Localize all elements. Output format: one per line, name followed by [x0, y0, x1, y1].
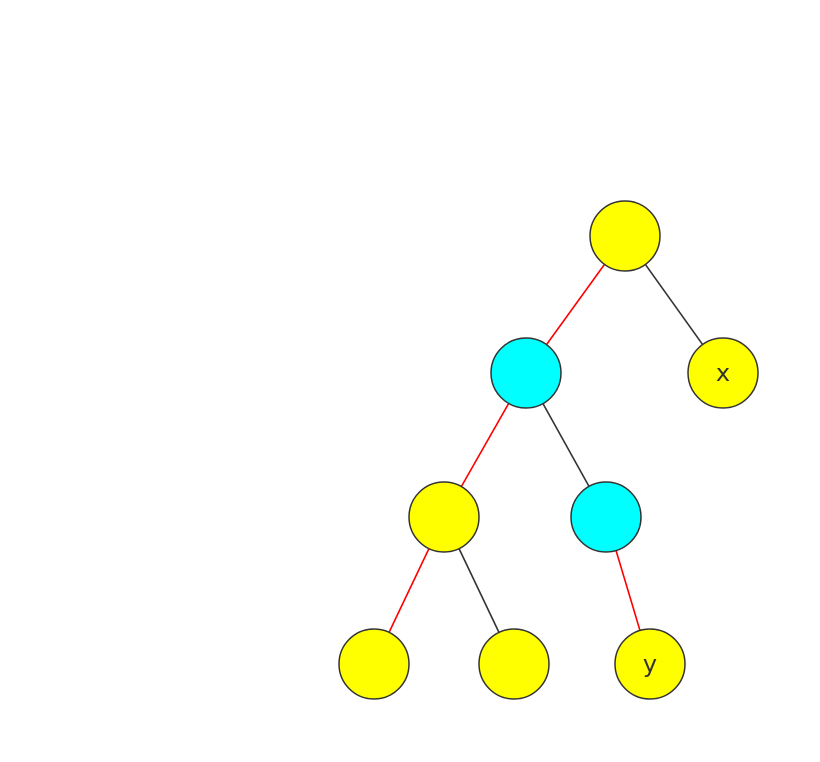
tree-node-y: y [614, 628, 686, 700]
node-label-y: y [643, 650, 657, 678]
edge-left-child-to-left-right [542, 403, 590, 487]
edges-layer [388, 263, 704, 633]
edge-left-right-to-y [615, 550, 641, 631]
node-circle-left-right [570, 481, 642, 553]
edge-left-left-to-leaf-1 [388, 548, 430, 633]
node-circle-leaf-2 [478, 628, 550, 700]
node-label-x: x [716, 359, 730, 387]
tree-node-root [589, 200, 661, 272]
node-circle-left-child [490, 337, 562, 409]
tree-node-left-right [570, 481, 642, 553]
edge-left-left-to-leaf-2 [458, 548, 500, 633]
tree-node-x: x [687, 337, 759, 409]
edge-left-child-to-left-left [460, 403, 510, 487]
node-circle-left-left [408, 481, 480, 553]
tree-node-left-left [408, 481, 480, 553]
edge-root-to-left-child [545, 263, 606, 346]
node-circle-leaf-1 [338, 628, 410, 700]
node-circle-y [614, 628, 686, 700]
edge-root-to-x [644, 264, 704, 345]
node-circle-root [589, 200, 661, 272]
tree-node-leaf-1 [338, 628, 410, 700]
nodes-layer: xy [338, 200, 759, 700]
node-circle-x [687, 337, 759, 409]
tree-node-left-child [490, 337, 562, 409]
tree-node-leaf-2 [478, 628, 550, 700]
